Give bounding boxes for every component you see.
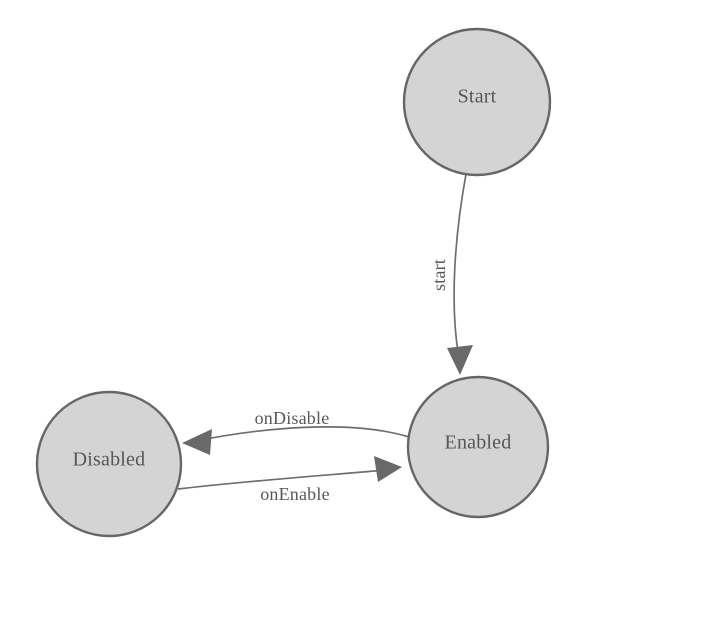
edge-label-start: start	[429, 259, 449, 291]
node-disabled[interactable]: Disabled	[35, 390, 183, 538]
node-enabled-circle	[406, 375, 550, 519]
edge-path-start-to-enabled	[453, 173, 467, 353]
edge-path-disabled-to-enabled	[177, 469, 387, 490]
arrowhead-right-icon	[374, 456, 402, 482]
arrowhead-left-icon	[182, 429, 212, 455]
node-disabled-circle	[35, 390, 183, 538]
node-start-circle	[402, 27, 552, 177]
edge-start-to-enabled[interactable]: start	[429, 173, 473, 375]
node-start-label: Start	[458, 86, 497, 108]
node-start[interactable]: Start	[402, 27, 552, 177]
arrowhead-down-icon	[447, 345, 473, 375]
node-disabled-label: Disabled	[73, 449, 146, 471]
edge-label-on-enable: onEnable	[260, 484, 330, 504]
edge-label-on-disable: onDisable	[255, 408, 330, 428]
node-enabled[interactable]: Enabled	[406, 375, 550, 519]
edge-enabled-to-disabled[interactable]: onDisable	[182, 408, 410, 455]
edge-disabled-to-enabled[interactable]: onEnable	[177, 456, 402, 504]
edge-path-enabled-to-disabled	[195, 426, 410, 442]
node-enabled-label: Enabled	[445, 432, 512, 454]
